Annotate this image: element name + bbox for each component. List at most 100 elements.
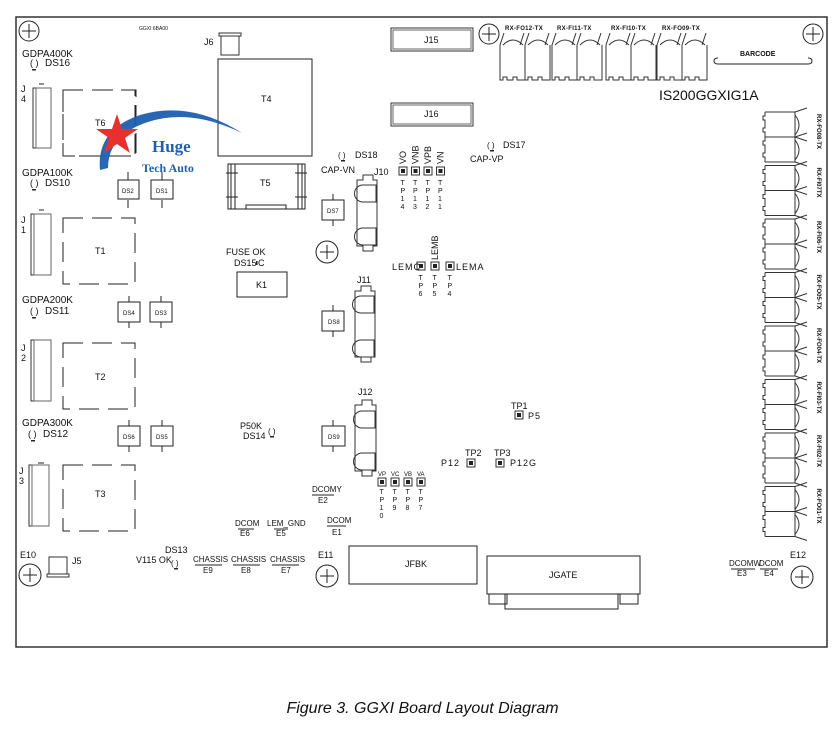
relay-k1: K1: [236, 271, 288, 298]
svg-text:1: 1: [21, 225, 26, 235]
diode-ds8: DS8: [321, 305, 345, 337]
svg-text:K1: K1: [256, 280, 267, 290]
tp-signal-label: VA: [417, 472, 425, 478]
tp-designator-char: 1: [438, 196, 442, 203]
led-ds12-name: DS12: [43, 429, 68, 440]
fiber-optic-label: RX-FO12-TX: [505, 26, 543, 32]
led-ds15-label: FUSE OK: [226, 247, 266, 257]
test-pad-core: [380, 480, 384, 484]
fiber-optic-label: RX-FI02-TX: [815, 435, 821, 467]
connector-j5: J5: [46, 556, 82, 578]
test-point-tp2[interactable]: P12 TP2: [441, 448, 482, 468]
led-ds10-label: GDPA100K: [22, 168, 73, 179]
svg-text:T6: T6: [95, 118, 106, 128]
terminal-e10: E10: [18, 550, 42, 587]
terminal-e5: LEM_GND E5: [267, 519, 306, 538]
tp-designator-char: 2: [426, 204, 430, 211]
led-ds15-name: DS15: [234, 258, 257, 268]
test-pad-core: [419, 480, 423, 484]
svg-text:J5: J5: [72, 556, 82, 566]
connector-j11: J11: [352, 275, 376, 363]
fiber-optic-label: RX-FO05-TX: [815, 275, 821, 310]
tp-designator-char: P: [419, 497, 424, 504]
tp-designator-char: 4: [448, 291, 452, 298]
connector-j3: J3: [19, 462, 50, 527]
logo-swoosh: [99, 110, 243, 170]
led-ds12: GDPA300K ( ) DS12: [22, 418, 73, 442]
terminal-e6: DCOM E6: [235, 519, 260, 538]
tp-designator-char: P: [448, 283, 453, 290]
svg-text:E3: E3: [737, 569, 747, 578]
fiber-optic-label: RX-FO09-TX: [662, 26, 700, 32]
led-ds15: FUSE OK DS15 C: [226, 247, 266, 268]
tp-designator-char: 0: [380, 513, 384, 520]
svg-text:DS6: DS6: [123, 435, 135, 441]
connector-jgate: JGATE: [486, 555, 641, 610]
svg-text:TP1: TP1: [511, 401, 528, 411]
connector-j12: J12: [353, 387, 377, 477]
tp-designator-char: T: [438, 180, 443, 187]
svg-text:J15: J15: [424, 35, 439, 45]
connector-j16: J16: [390, 102, 474, 127]
tp-signal-label: VO: [398, 151, 408, 164]
svg-text:BARCODE: BARCODE: [740, 51, 776, 58]
svg-text:CHASSIS: CHASSIS: [193, 555, 228, 564]
led-ds16-label: GDPA400K: [22, 49, 73, 60]
svg-text:J11: J11: [357, 275, 371, 285]
tp-designator-char: T: [380, 489, 385, 496]
led-ds11: GDPA200K ( ) DS11: [22, 295, 73, 319]
tp-designator-char: 7: [419, 505, 423, 512]
connector-j6: J6: [204, 32, 242, 56]
connector-j15: J15: [390, 27, 474, 52]
connector-j4: J4: [21, 83, 52, 149]
svg-text:E2: E2: [318, 496, 328, 505]
transformer-t2: T2: [62, 342, 136, 410]
tp-designator-char: P: [406, 497, 411, 504]
svg-text:E9: E9: [203, 566, 213, 575]
mounting-hole-top-right: [802, 23, 824, 45]
fiber-optic-rx-fo08-tx: RX-FO08-TX: [762, 107, 821, 167]
test-point-tp3[interactable]: TP3 P12G: [494, 448, 537, 468]
svg-text:3: 3: [19, 476, 24, 486]
svg-text:J: J: [19, 466, 24, 476]
led-ds11-name: DS11: [45, 306, 70, 317]
tp-signal-label: VP: [378, 472, 386, 478]
tp-designator-char: 1: [380, 505, 384, 512]
svg-text:E4: E4: [764, 569, 774, 578]
svg-text:T1: T1: [95, 246, 106, 256]
svg-text:E7: E7: [281, 566, 291, 575]
led-symbol: ( ): [30, 178, 39, 188]
fiber-optic-label: RX-FO04-TX: [815, 328, 821, 363]
tp-designator-char: T: [401, 180, 406, 187]
led-symbol: ( ): [30, 306, 39, 316]
svg-text:DCOMY: DCOMY: [312, 485, 342, 494]
test-point-tp1[interactable]: TP1 P5: [511, 401, 541, 421]
connector-jfbk: JFBK: [348, 545, 478, 585]
fiber-optic-rx-fi06-tx: RX-FI06-TX: [762, 214, 821, 274]
led-ds10: GDPA100K ( ) DS10: [22, 168, 73, 191]
logo-line1: Huge: [152, 137, 191, 156]
svg-text:E1: E1: [332, 528, 342, 537]
test-pad-core: [426, 169, 430, 173]
svg-text:DS3: DS3: [155, 311, 167, 317]
fiber-optic-label: RX-FI07TX: [815, 168, 821, 198]
terminal-e3: DCOMW E3: [729, 559, 761, 578]
tp-signal-label: LEMC: [392, 262, 421, 272]
svg-text:DCOMW: DCOMW: [729, 559, 761, 568]
test-pad-core: [393, 480, 397, 484]
svg-text:J6: J6: [204, 37, 214, 47]
tp-signal-label: VN: [436, 151, 446, 164]
test-pad-core: [413, 169, 418, 173]
